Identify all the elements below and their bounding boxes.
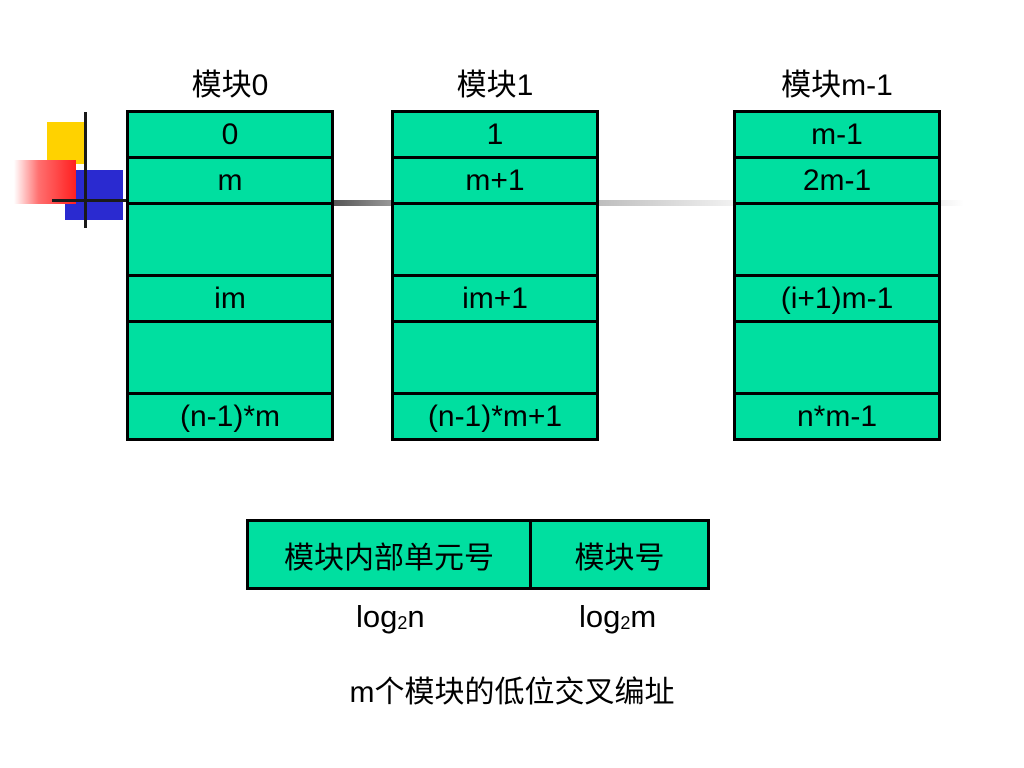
- module-cell: [126, 320, 334, 395]
- module-cell: [391, 202, 599, 277]
- logo-red-gradient: [14, 160, 76, 204]
- module-cell: m-1: [733, 110, 941, 159]
- module-title: 模块0: [191, 69, 269, 102]
- diagram-caption: m个模块的低位交叉编址: [349, 675, 675, 710]
- module-cell: m: [126, 156, 334, 205]
- module-bits-label: log2m: [579, 599, 657, 634]
- connector-line: [939, 200, 964, 206]
- module-title: 模块1: [456, 69, 534, 102]
- unit-number-field: 模块内部单元号: [249, 522, 532, 587]
- logo-yellow-square: [47, 122, 87, 164]
- module-cell: [391, 320, 599, 395]
- unit-bits-label: log2n: [356, 599, 425, 634]
- module-cell: (n-1)*m: [126, 392, 334, 441]
- module-cell: (n-1)*m+1: [391, 392, 599, 441]
- module-cell: n*m-1: [733, 392, 941, 441]
- module-cell: 1: [391, 110, 599, 159]
- module-cell: im+1: [391, 274, 599, 323]
- module-cell: m+1: [391, 156, 599, 205]
- module-cell: im: [126, 274, 334, 323]
- connector-line: [597, 200, 735, 206]
- connector-line: [333, 200, 393, 206]
- module-cell: 0: [126, 110, 334, 159]
- logo-horizontal-line: [52, 199, 127, 202]
- logo-vertical-line: [84, 112, 87, 228]
- module-table-m-1: m-1 2m-1 (i+1)m-1 n*m-1: [733, 110, 941, 441]
- module-table-1: 1 m+1 im+1 (n-1)*m+1: [391, 110, 599, 441]
- address-format-box: 模块内部单元号 模块号: [246, 519, 710, 590]
- module-cell: [733, 202, 941, 277]
- module-cell: (i+1)m-1: [733, 274, 941, 323]
- module-cell: 2m-1: [733, 156, 941, 205]
- module-number-field: 模块号: [574, 540, 665, 576]
- module-cell: [733, 320, 941, 395]
- module-table-0: 0 m im (n-1)*m: [126, 110, 334, 441]
- module-title: 模块m-1: [781, 69, 893, 102]
- module-cell: [126, 202, 334, 277]
